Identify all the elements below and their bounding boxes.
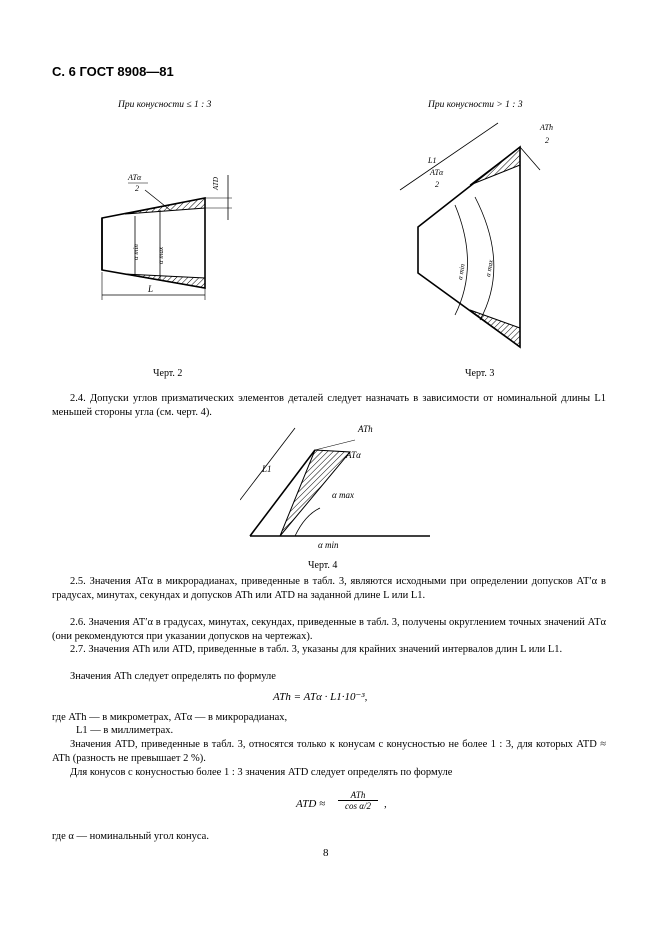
formula-atd-numerator: ATh <box>338 790 378 801</box>
figure-4: ATh ATα α max α min L1 <box>240 424 430 550</box>
paragraph-ath-intro: Значения ATh следует определять по форму… <box>70 671 276 682</box>
fig2-at-alpha-label: ATα <box>127 173 142 182</box>
paragraph-2-6: 2.6. Значения AT′α в градусах, минутах, … <box>52 617 606 642</box>
fig3-at-alpha-label: ATα <box>429 168 444 177</box>
formula-atd-tail: , <box>384 798 387 810</box>
fig4-alpha-max-label: α max <box>332 490 354 500</box>
fig4-alpha-min-label: α min <box>318 540 339 550</box>
fig2-condition: При конусности ≤ 1 : 3 <box>118 100 212 110</box>
fig2-at-d-label: ATD <box>212 177 220 191</box>
fig2-at-alpha-den: 2 <box>135 184 139 193</box>
fig3-at-h-den: 2 <box>545 136 549 145</box>
fig4-l1-label: L1 <box>261 464 272 474</box>
fig3-alpha-min: α min <box>456 263 467 281</box>
formula-ath: ATh = ATα · L1·10⁻³, <box>273 691 368 703</box>
where-alpha: где α — номинальный угол конуса. <box>52 831 209 842</box>
paragraph-2-7: 2.7. Значения ATh или ATD, приведенные в… <box>70 644 563 655</box>
figure-3: ATh 2 ATα 2 L1 α min α max <box>399 122 553 349</box>
paragraph-2-4: 2.4. Допуски углов призматических элемен… <box>52 393 606 418</box>
paragraph-atd-intro: Для конусов с конусностью более 1 : 3 зн… <box>70 767 453 778</box>
formula-atd-lhs: ATD ≈ <box>296 798 326 810</box>
figure-2: ATα 2 ATD α min α max L <box>101 173 232 300</box>
fig3-caption: Черт. 3 <box>465 368 495 379</box>
fig4-caption: Черт. 4 <box>308 560 338 571</box>
fig2-alpha-max: α max <box>157 246 165 264</box>
paragraph-atd: Значения ATD, приведенные в табл. 3, отн… <box>52 739 606 764</box>
formula-atd-denominator: cos α/2 <box>345 801 371 811</box>
where-ath: где ATh — в микрометрах, ATα — в микрора… <box>52 712 288 723</box>
fig2-length-label: L <box>147 284 153 294</box>
fig3-at-alpha-den: 2 <box>435 180 439 189</box>
fig3-condition: При конусности > 1 : 3 <box>428 100 523 110</box>
fig2-alpha-min: α min <box>132 244 140 260</box>
fig4-at-h-label: ATh <box>357 424 373 434</box>
fig4-at-alpha-label: ATα <box>345 450 361 460</box>
paragraph-2-5: 2.5. Значения ATα в микрорадианах, приве… <box>52 576 606 601</box>
fig2-caption: Черт. 2 <box>153 368 183 379</box>
fig3-at-h-label: ATh <box>539 123 553 132</box>
page-header: С. 6 ГОСТ 8908—81 <box>52 64 174 79</box>
fig3-l1-label: L1 <box>427 156 436 165</box>
page-number: 8 <box>323 847 329 859</box>
where-l1: L1 — в миллиметрах. <box>76 725 174 736</box>
fig3-alpha-max: α max <box>484 258 495 277</box>
